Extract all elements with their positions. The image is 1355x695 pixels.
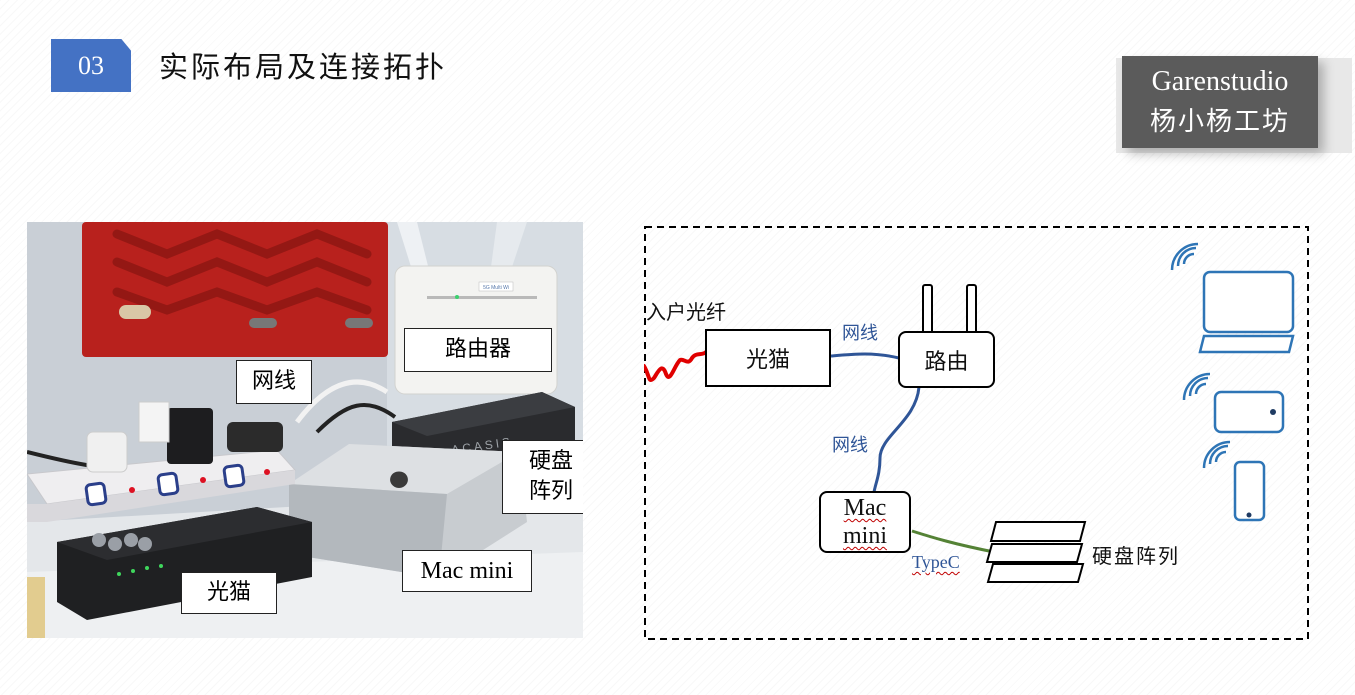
photo-label-disk-array-line1: 硬盘 [528, 449, 573, 474]
laptop-icon [1198, 270, 1295, 354]
photo-label-cable: 网线 [236, 360, 312, 404]
photo-label-modem: 光猫 [181, 572, 277, 614]
photo-label-disk-array: 硬盘 阵列 [502, 440, 583, 514]
wifi-icon-laptop [1170, 242, 1199, 271]
disk-layer-1 [989, 521, 1087, 542]
photo-label-disk-array-line2: 阵列 [528, 479, 573, 504]
photo-label-mac-mini: Mac mini [402, 550, 532, 592]
fiber-label: 入户光纤 [646, 300, 726, 324]
phone-icon [1233, 460, 1266, 522]
page-title: 实际布局及连接拓扑 [159, 50, 448, 84]
cable-router-mac [872, 386, 921, 493]
disk-array-label: 硬盘阵列 [1092, 544, 1180, 568]
mac-mini-line2: mini [842, 523, 887, 549]
router-antenna-right [966, 284, 977, 334]
typec-label: TypeC [912, 552, 960, 572]
wifi-icon-phone [1202, 440, 1231, 469]
mac-mini-box: Mac mini [819, 491, 911, 553]
photo-label-router: 路由器 [404, 328, 552, 372]
cable-modem-router [830, 352, 900, 360]
cable-label-top: 网线 [842, 323, 878, 344]
router-box: 路由 [898, 331, 995, 388]
setup-photo: 5G Multi Wi ACASIS [27, 222, 583, 638]
disk-layer-3 [986, 563, 1085, 583]
setup-photo-illustration: 5G Multi Wi ACASIS [27, 222, 583, 638]
wifi-icon-tablet [1182, 372, 1211, 401]
brand-name-en: Garenstudio [1151, 66, 1289, 97]
brand-name-cn: 杨小杨工坊 [1149, 107, 1290, 137]
diagram-frame [644, 226, 1309, 640]
router-sticker-text: 5G Multi Wi [483, 285, 509, 291]
section-number: 03 [78, 50, 104, 80]
router-antenna-left [922, 284, 933, 334]
disk-layer-2 [985, 543, 1084, 563]
brand-box: Garenstudio 杨小杨工坊 [1122, 56, 1318, 148]
typec-cable [911, 529, 995, 554]
tablet-icon [1213, 390, 1285, 434]
section-number-badge: 03 [51, 39, 131, 92]
modem-box: 光猫 [705, 329, 831, 387]
topology-diagram: 入户光纤 光猫 路由 网线 网线 Mac mini TypeC 硬盘阵列 [644, 226, 1309, 640]
mac-mini-line1: Mac [843, 495, 887, 521]
fiber-scribble [644, 350, 708, 383]
topology-lines [644, 226, 1309, 640]
cable-label-mid: 网线 [832, 435, 868, 456]
